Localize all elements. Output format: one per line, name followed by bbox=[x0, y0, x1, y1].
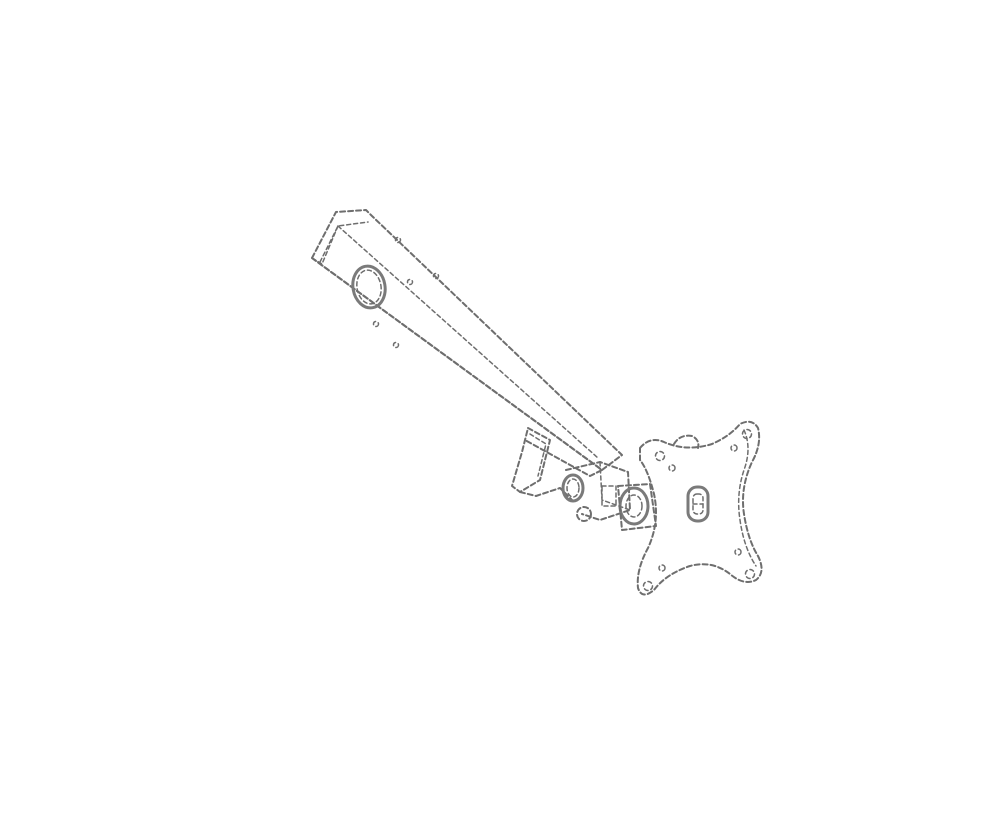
vesa-hole-bottom-left-outer bbox=[642, 580, 654, 592]
vesa-hole-top-left-outer bbox=[654, 450, 666, 462]
joint-knob-inner bbox=[566, 478, 580, 498]
vesa-hole-top-right-outer bbox=[741, 428, 753, 440]
vesa-top-tab bbox=[673, 434, 700, 449]
arm-knob-inner bbox=[356, 269, 382, 305]
vesa-center-slot bbox=[686, 485, 710, 523]
tilt-hub-inner bbox=[625, 494, 643, 518]
arm-knob bbox=[351, 264, 387, 310]
arm-body bbox=[311, 209, 623, 477]
arm-screw-dot-2 bbox=[432, 272, 440, 280]
vesa-plate-outline bbox=[636, 420, 763, 596]
vesa-hole-bottom-right-inner bbox=[734, 548, 742, 556]
latch-inner bbox=[529, 433, 547, 477]
tilt-hub bbox=[617, 483, 657, 531]
arm-knob-outer bbox=[351, 264, 387, 310]
arm-top-edge bbox=[319, 221, 369, 263]
arm-front-face bbox=[311, 257, 603, 477]
vesa-plate-edge bbox=[737, 429, 757, 567]
vesa-hole-bottom-right-outer bbox=[744, 568, 756, 580]
tilt-hub-outer bbox=[618, 486, 650, 526]
vesa-hole-bottom-left-inner bbox=[658, 564, 666, 572]
joint-bracket bbox=[601, 485, 617, 507]
vesa-hole-top-left-inner bbox=[668, 464, 676, 472]
latch-foot bbox=[519, 487, 573, 501]
joint-knob-outer bbox=[561, 473, 585, 503]
joint-lower-bolt bbox=[576, 506, 592, 522]
vesa-hole-top-right-inner bbox=[730, 444, 738, 452]
vesa-plate bbox=[636, 420, 763, 596]
arm-latch bbox=[511, 427, 573, 501]
joint-housing bbox=[565, 461, 631, 521]
arm-screw-dot-5 bbox=[392, 341, 400, 349]
tilt-hub-collar bbox=[617, 483, 657, 531]
arm-inner-edge bbox=[337, 225, 599, 459]
arm-screw-dot-3 bbox=[406, 278, 414, 286]
latch-outline bbox=[511, 427, 551, 493]
arm-screw-dot-4 bbox=[372, 320, 380, 328]
arm-top-face bbox=[311, 209, 623, 471]
arm-screw-dot-1 bbox=[394, 236, 402, 244]
arm-end-cap bbox=[311, 225, 339, 265]
